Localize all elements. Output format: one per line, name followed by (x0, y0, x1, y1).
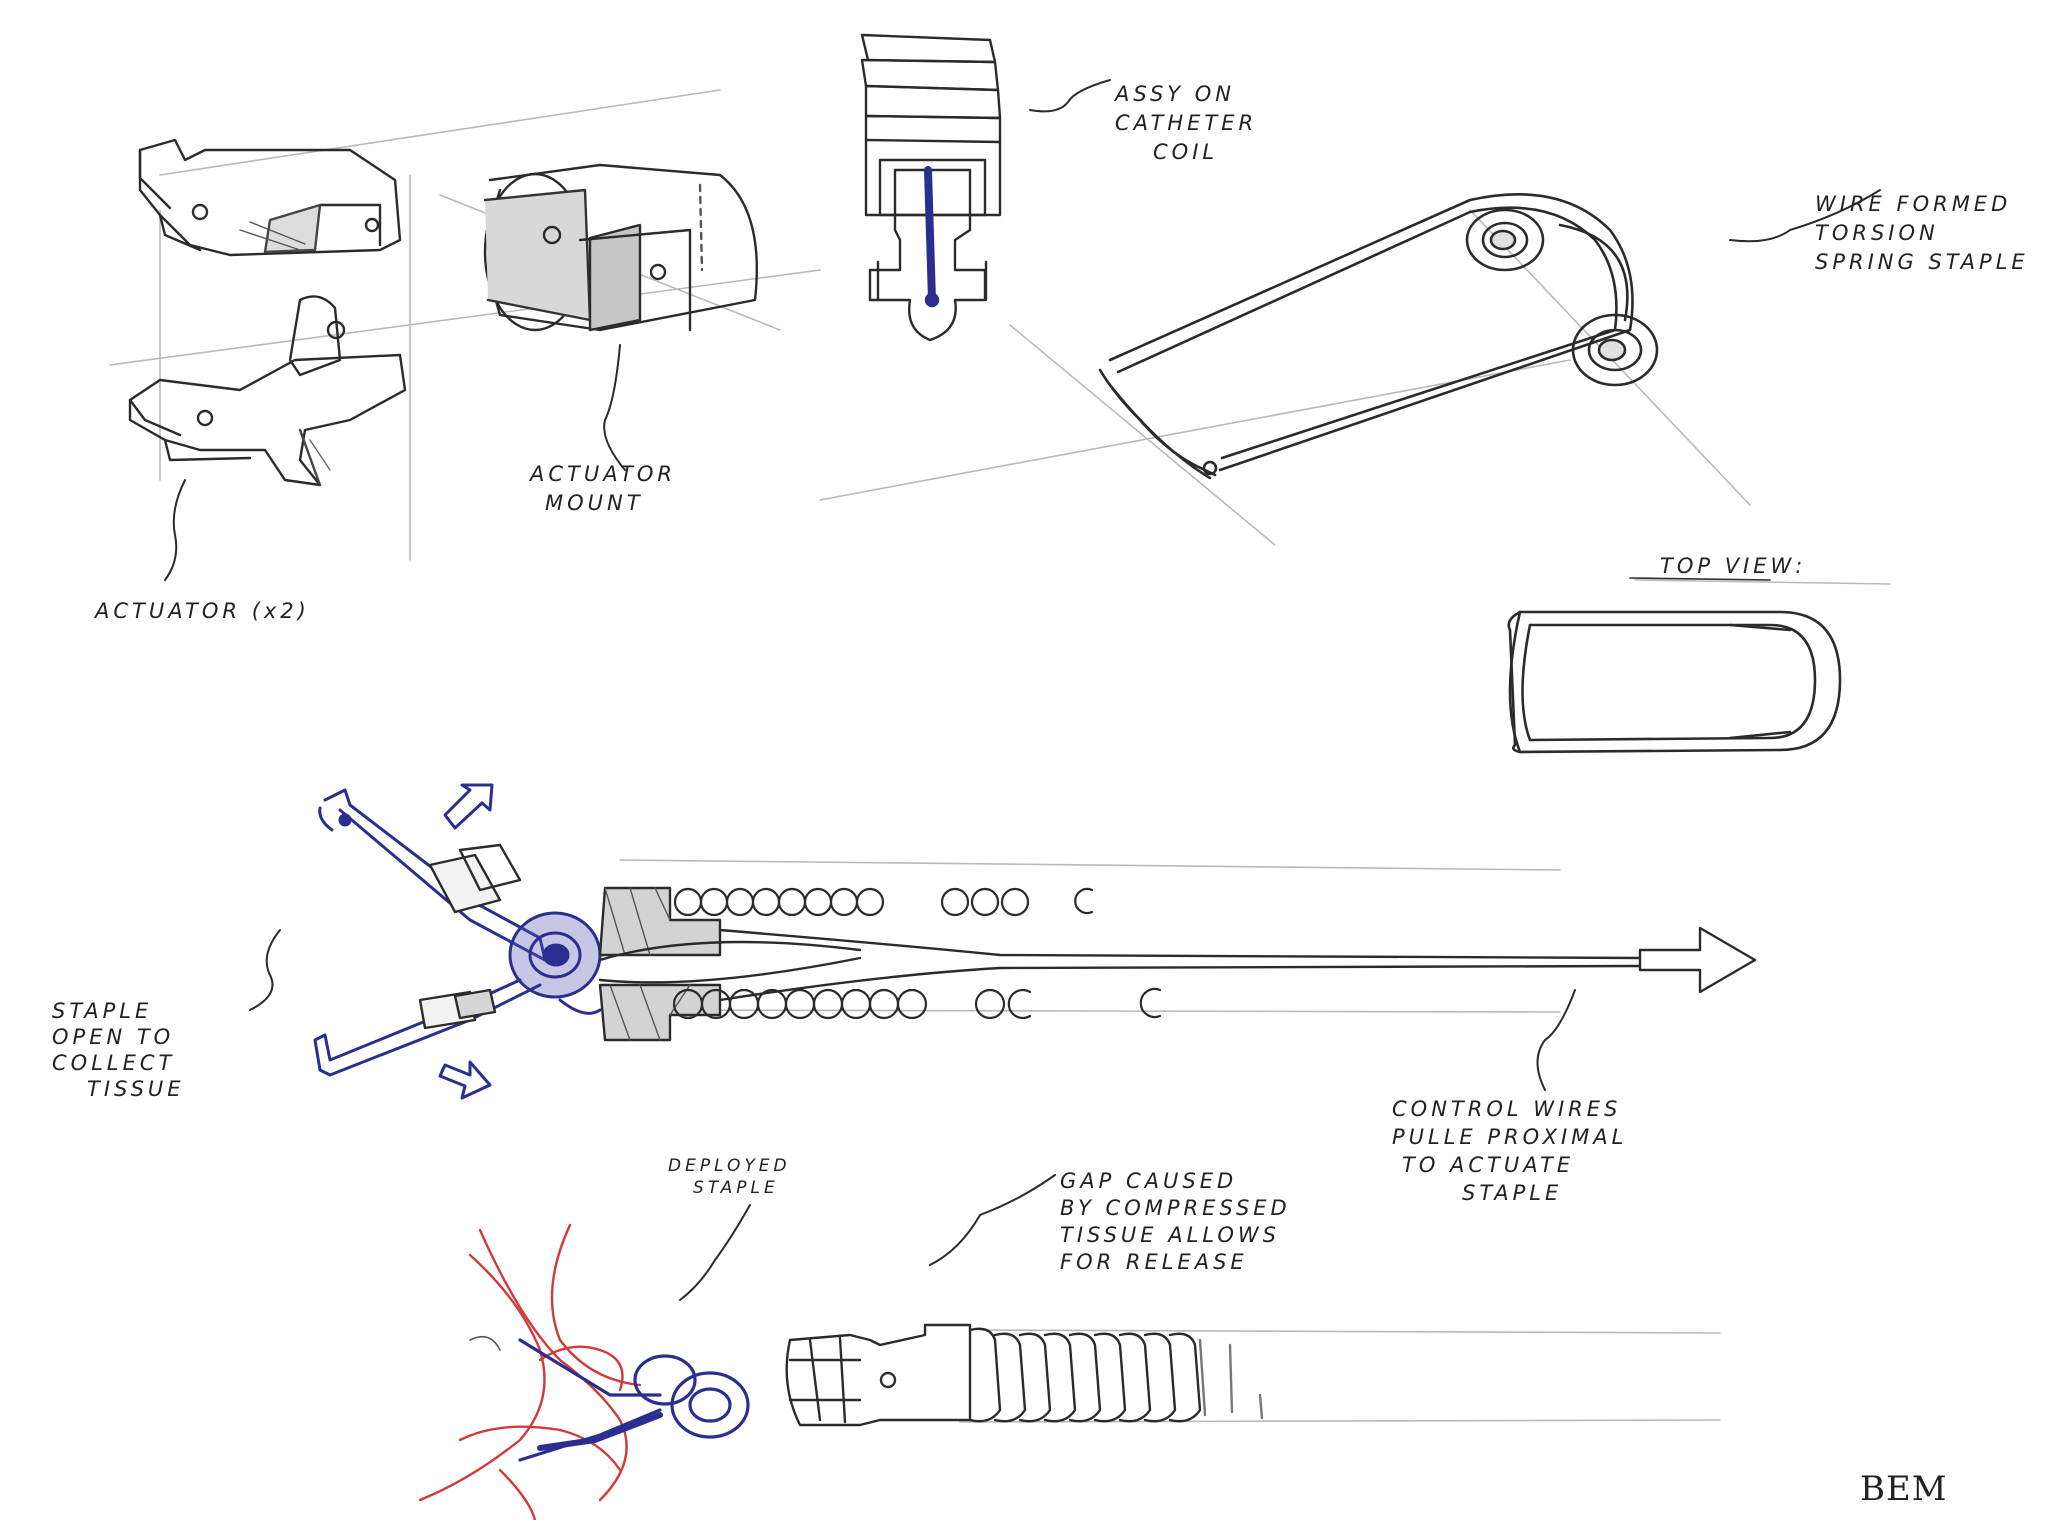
open-staple-blue (313, 788, 602, 1077)
torsion-spring-staple (1098, 193, 1659, 480)
actuator-mount (483, 163, 759, 332)
label-line: TISSUE ALLOWS (1060, 1223, 1280, 1247)
label-line: GAP CAUSED (1060, 1169, 1238, 1193)
label-line: TO ACTUATE (1402, 1153, 1575, 1177)
label-line: STAPLE (52, 999, 153, 1023)
label-line: COLLECT (52, 1051, 176, 1075)
actuator-lower-part (128, 295, 407, 487)
label-line: BY COMPRESSED (1060, 1196, 1291, 1220)
label-actuator-x2: ACTUATOR (x2) (95, 597, 310, 626)
label-actuator-mount: ACTUATOR MOUNT (530, 460, 676, 518)
open-arrows (438, 783, 494, 1100)
label-line: TISSUE (87, 1077, 185, 1101)
label-staple-open: STAPLE OPEN TO COLLECT TISSUE (52, 998, 185, 1102)
label-line: TORSION (1815, 221, 1939, 245)
tissue-red (418, 1223, 642, 1522)
label-line: STAPLE (693, 1178, 779, 1198)
label-line: COIL (1153, 140, 1219, 164)
signature: BEM (1860, 1469, 1948, 1509)
label-line: ACTUATOR (x2) (95, 599, 310, 623)
label-line: TOP VIEW: (1660, 554, 1807, 578)
label-line: DEPLOYED (668, 1156, 791, 1176)
label-line: OPEN TO (52, 1025, 175, 1049)
label-line: SPRING STAPLE (1815, 250, 2029, 274)
label-line: CATHETER (1115, 111, 1258, 135)
top-view-staple (1507, 577, 1842, 754)
label-line: FOR RELEASE (1060, 1250, 1248, 1274)
label-wire-formed: WIRE FORMED TORSION SPRING STAPLE (1815, 190, 2029, 277)
label-top-view: TOP VIEW: (1660, 552, 1806, 581)
staple-jaw-blocks (418, 843, 522, 1030)
label-assy-on-catheter: ASSY ON CATHETER COIL (1115, 80, 1257, 167)
label-line: PULLE PROXIMAL (1392, 1125, 1628, 1149)
label-line: CONTROL WIRES (1392, 1097, 1622, 1121)
leader-lines (164, 79, 1881, 1301)
label-line: STAPLE (1462, 1181, 1563, 1205)
actuator-upper-part (138, 138, 402, 257)
construction-lines (109, 89, 1891, 1423)
label-line: MOUNT (545, 491, 644, 515)
label-line: ACTUATOR (530, 462, 677, 486)
label-line: ASSY ON (1115, 82, 1236, 106)
catheter-coil-assembly (860, 33, 1002, 342)
deployed-catheter-body (785, 1323, 1264, 1427)
label-gap-caused: GAP CAUSED BY COMPRESSED TISSUE ALLOWS F… (1060, 1168, 1291, 1276)
signature-text: BEM (1860, 1469, 1948, 1509)
label-control-wires: CONTROL WIRES PULLE PROXIMAL TO ACTUATE … (1392, 1095, 1627, 1207)
catheter-coil-circles (672, 887, 1162, 1020)
label-line: WIRE FORMED (1815, 192, 2012, 216)
label-deployed-staple: DEPLOYED STAPLE (668, 1155, 791, 1199)
deployed-staple-blue (469, 1335, 750, 1462)
